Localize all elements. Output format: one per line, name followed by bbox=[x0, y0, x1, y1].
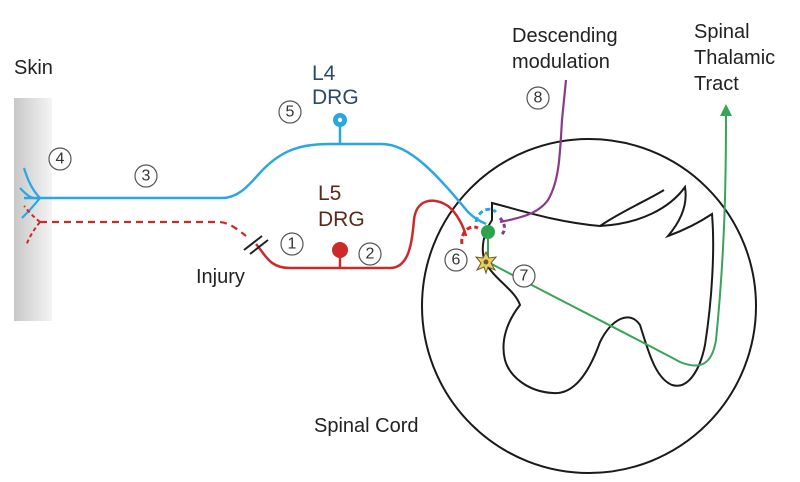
svg-text:7: 7 bbox=[520, 268, 529, 285]
l5-label-line2: DRG bbox=[318, 208, 365, 231]
tract-fiber bbox=[487, 111, 727, 367]
posterior-septum bbox=[599, 189, 665, 227]
descending-label-line2: modulation bbox=[512, 51, 610, 73]
descending-terminal bbox=[498, 216, 506, 238]
injury-mark-a bbox=[243, 235, 263, 251]
gray-matter-outline bbox=[481, 184, 715, 395]
svg-text:6: 6 bbox=[452, 252, 461, 269]
l4-drg-nucleus bbox=[337, 117, 343, 123]
marker-2: 2 bbox=[358, 242, 382, 266]
l4-label-line2: DRG bbox=[312, 86, 359, 109]
tract-label-line2: Thalamic bbox=[694, 47, 775, 69]
skin-block bbox=[14, 98, 52, 321]
marker-5: 5 bbox=[278, 100, 302, 124]
tract-arrowhead bbox=[720, 104, 732, 116]
marker-4: 4 bbox=[48, 147, 72, 171]
l4-skin-endings bbox=[19, 167, 41, 219]
descending-fiber bbox=[499, 79, 568, 224]
marker-8: 8 bbox=[526, 86, 550, 110]
svg-text:3: 3 bbox=[142, 168, 151, 185]
marker-1: 1 bbox=[280, 232, 304, 256]
injury-label: Injury bbox=[196, 266, 245, 288]
l4-fiber bbox=[24, 142, 487, 226]
microglia-icon bbox=[474, 250, 498, 275]
l5-skin-endings bbox=[23, 205, 41, 247]
svg-text:4: 4 bbox=[56, 151, 65, 168]
svg-text:8: 8 bbox=[534, 90, 543, 107]
skin-label: Skin bbox=[14, 57, 53, 79]
marker-3: 3 bbox=[134, 164, 158, 188]
tract-label-line3: Tract bbox=[694, 73, 739, 95]
l5-drg-cell bbox=[332, 242, 348, 258]
descending-label-line1: Descending bbox=[512, 25, 618, 47]
injury-mark-b bbox=[249, 239, 269, 255]
l4-terminal-arc bbox=[474, 207, 498, 223]
svg-text:2: 2 bbox=[366, 246, 375, 263]
marker-7: 7 bbox=[512, 264, 536, 288]
marker-6: 6 bbox=[444, 248, 468, 272]
spinal-cord-label: Spinal Cord bbox=[314, 415, 419, 437]
l5-terminal-arc bbox=[460, 225, 479, 245]
l5-fiber-dashed bbox=[40, 220, 247, 237]
l5-label-line1: L5 bbox=[318, 182, 341, 205]
tract-label-line1: Spinal bbox=[694, 21, 750, 43]
spinal-cord-outline bbox=[421, 138, 757, 474]
svg-text:5: 5 bbox=[286, 104, 295, 121]
l4-label-line1: L4 bbox=[312, 62, 336, 85]
l5-fiber bbox=[255, 199, 468, 270]
svg-text:1: 1 bbox=[288, 236, 297, 253]
